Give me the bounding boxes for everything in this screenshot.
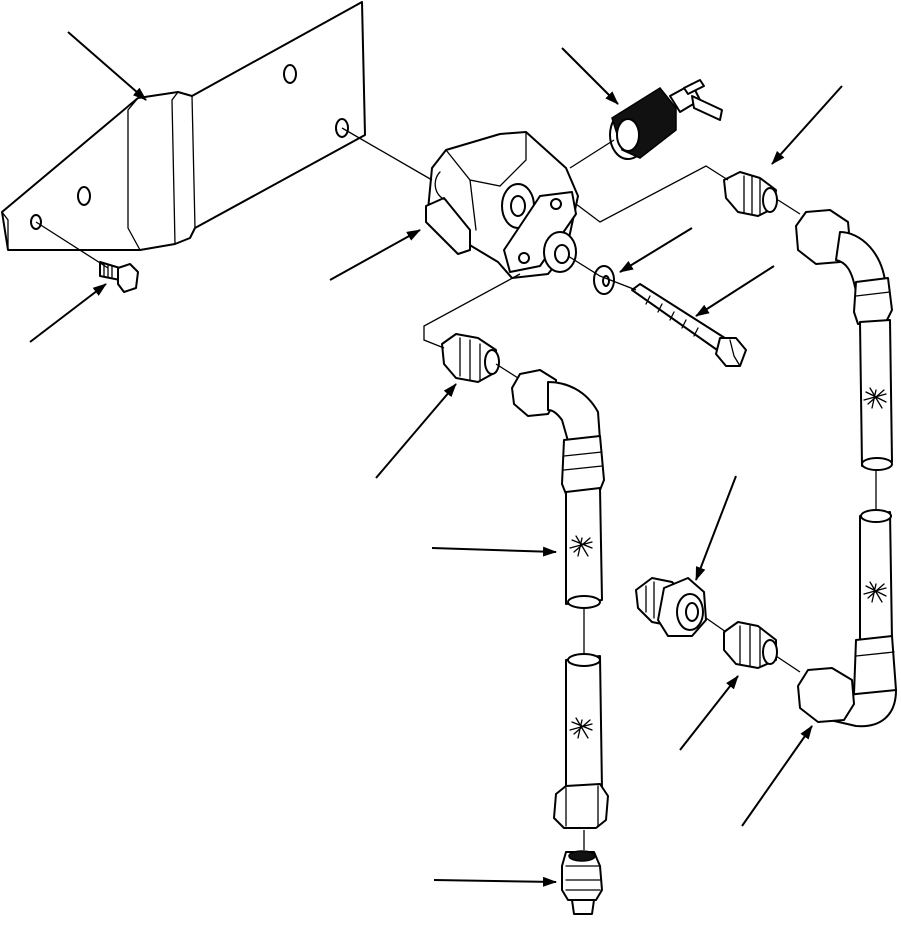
callout-arrow-connector-upper-right <box>771 85 843 165</box>
connector-bottom <box>561 850 603 915</box>
callout-arrow-elbow-nut <box>741 725 813 827</box>
callout-arrow-washer <box>619 227 693 273</box>
washer <box>593 265 615 295</box>
bolt <box>631 283 747 367</box>
callout-arrow-valve-body <box>329 229 421 281</box>
hose-left <box>511 369 609 829</box>
valve-body <box>425 131 579 279</box>
bracket-hole-2 <box>77 186 91 206</box>
mounting-bracket <box>1 1 366 251</box>
callout-arrow-tee-fitting <box>695 475 737 581</box>
hose-right <box>795 209 897 728</box>
connector-left <box>441 333 500 383</box>
tee-fitting <box>635 577 707 637</box>
callout-arrow-connector-lower-right <box>679 675 739 751</box>
callout-arrow-bolt <box>695 265 775 317</box>
leader-arrows <box>29 31 843 887</box>
connector-lower-right <box>723 621 778 669</box>
callout-arrow-sender-switch <box>561 47 619 105</box>
callout-arrow-bracket <box>67 31 147 101</box>
bracket-hole-3 <box>283 64 297 84</box>
callout-arrow-connector-left <box>375 383 457 479</box>
callout-arrow-cap-screw <box>29 283 107 343</box>
sender-switch <box>609 79 723 160</box>
valve-lever <box>425 197 471 255</box>
assembly-lines <box>35 127 877 850</box>
callout-arrow-hose-left <box>431 546 557 557</box>
callout-arrow-connector-bottom <box>433 876 557 887</box>
connector-upper-right <box>723 171 778 217</box>
